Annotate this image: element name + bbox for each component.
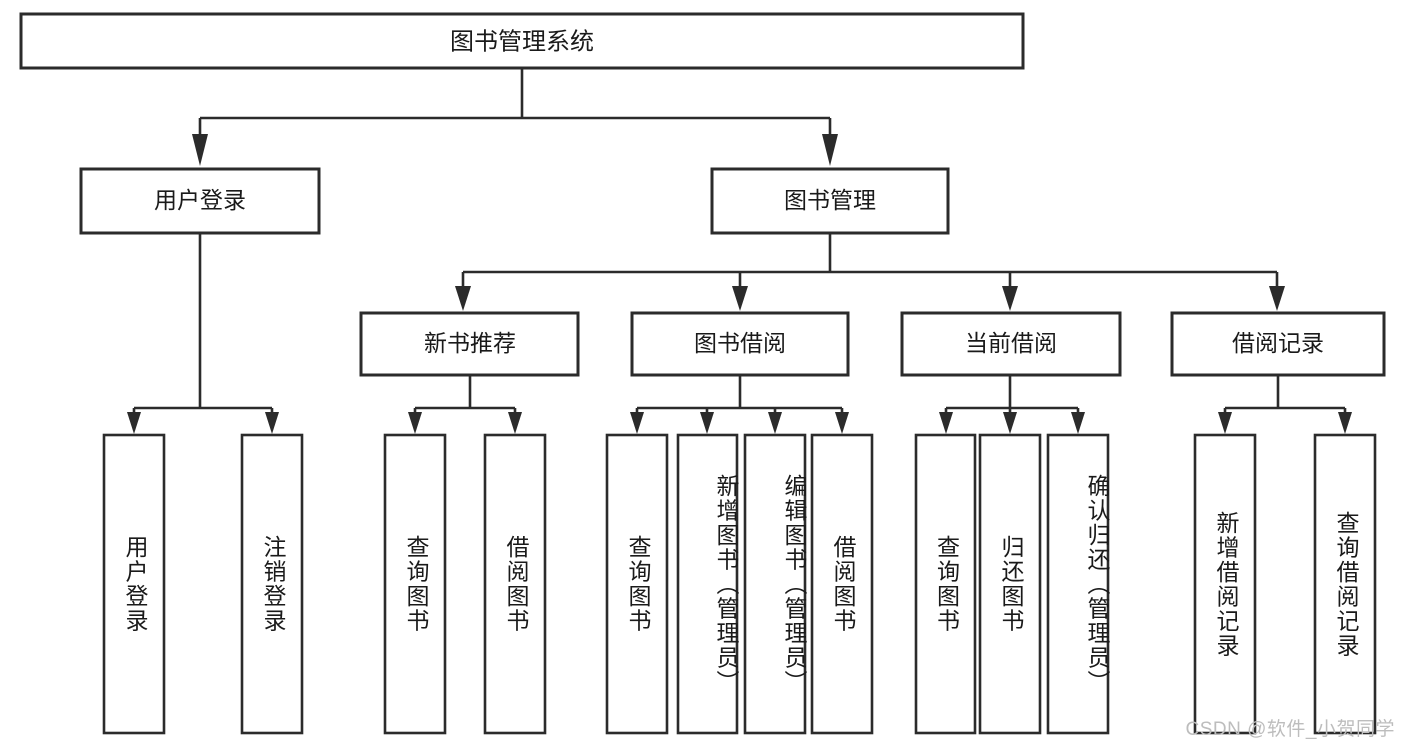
connector-group-book-borrow <box>630 375 849 434</box>
leaf-query-book-borrow-box[interactable] <box>605 433 669 735</box>
arrow-head-leaf-edit-book <box>768 412 782 434</box>
arrow-head-leaf-borrow-book <box>835 412 849 434</box>
leaf-confirm-return-box[interactable] <box>1046 433 1110 735</box>
leaf-borrow-book-box[interactable] <box>810 433 874 735</box>
node-new-book-recommend-label: 新书推荐 <box>424 330 516 356</box>
node-new-book-recommend[interactable]: 新书推荐 <box>359 311 580 377</box>
node-book-borrow[interactable]: 图书借阅 <box>630 311 850 377</box>
node-root[interactable]: 图书管理系统 <box>19 12 1025 70</box>
node-user-login[interactable]: 用户登录 <box>79 167 321 235</box>
arrow-head-current-borrow <box>1002 286 1018 311</box>
leaf-add-book-box[interactable] <box>676 433 739 735</box>
arrow-head-leaf-add-borrow-record <box>1218 412 1232 434</box>
arrow-head-leaf-query-book-current <box>939 412 953 434</box>
node-borrow-records[interactable]: 借阅记录 <box>1170 311 1386 377</box>
connector-group-current-borrow <box>939 375 1085 434</box>
arrow-head-user-login <box>192 134 208 166</box>
node-current-borrow-box[interactable] <box>900 311 1122 377</box>
arrow-head-leaf-confirm-return <box>1071 412 1085 434</box>
node-current-borrow-label: 当前借阅 <box>965 330 1057 356</box>
csdn-watermark: CSDN @软件_小贺同学 <box>1185 719 1395 740</box>
leaf-user-login-box[interactable] <box>102 433 166 735</box>
node-user-login-label: 用户登录 <box>154 187 246 213</box>
connector-group-book-management <box>455 233 1285 311</box>
leaf-query-borrow-record-box[interactable] <box>1313 433 1377 735</box>
node-borrow-records-label: 借阅记录 <box>1232 330 1324 356</box>
leaf-borrow-book-recommend-box[interactable] <box>483 433 547 735</box>
leaf-return-book-box[interactable] <box>978 433 1042 735</box>
node-current-borrow[interactable]: 当前借阅 <box>900 311 1122 377</box>
connector-group-borrow-records <box>1218 375 1352 434</box>
node-book-management-box[interactable] <box>710 167 950 235</box>
arrow-head-borrow-records <box>1269 286 1285 311</box>
arrow-head-new-book-recommend <box>455 286 471 311</box>
node-book-management[interactable]: 图书管理 <box>710 167 950 235</box>
leaf-boxes <box>102 433 1377 735</box>
arrow-head-leaf-add-book <box>700 412 714 434</box>
arrow-head-leaf-user-login <box>127 412 141 434</box>
arrow-head-leaf-borrow-book-recommend <box>508 412 522 434</box>
arrow-head-book-borrow <box>732 286 748 311</box>
connector-group-root <box>192 68 838 166</box>
node-borrow-records-box[interactable] <box>1170 311 1386 377</box>
leaf-query-book-current-box[interactable] <box>914 433 977 735</box>
leaf-edit-book-box[interactable] <box>743 433 807 735</box>
arrow-head-leaf-query-borrow-record <box>1338 412 1352 434</box>
leaf-query-book-recommend-box[interactable] <box>383 433 447 735</box>
connector-group-new-book-recommend <box>408 375 522 434</box>
arrow-head-leaf-user-logout <box>265 412 279 434</box>
node-book-borrow-box[interactable] <box>630 311 850 377</box>
node-book-borrow-label: 图书借阅 <box>694 330 786 356</box>
node-book-management-label: 图书管理 <box>784 187 876 213</box>
arrow-head-leaf-return-book <box>1003 412 1017 434</box>
arrow-head-leaf-query-book-recommend <box>408 412 422 434</box>
arrow-head-leaf-query-book-borrow <box>630 412 644 434</box>
connector-group-user-login <box>127 233 279 434</box>
leaf-user-logout-box[interactable] <box>240 433 304 735</box>
node-user-login-box[interactable] <box>79 167 321 235</box>
arrow-head-book-management <box>822 134 838 166</box>
leaf-add-borrow-record-box[interactable] <box>1193 433 1257 735</box>
node-root-label: 图书管理系统 <box>450 28 594 55</box>
node-new-book-recommend-box[interactable] <box>359 311 580 377</box>
node-root-box[interactable] <box>19 12 1025 70</box>
